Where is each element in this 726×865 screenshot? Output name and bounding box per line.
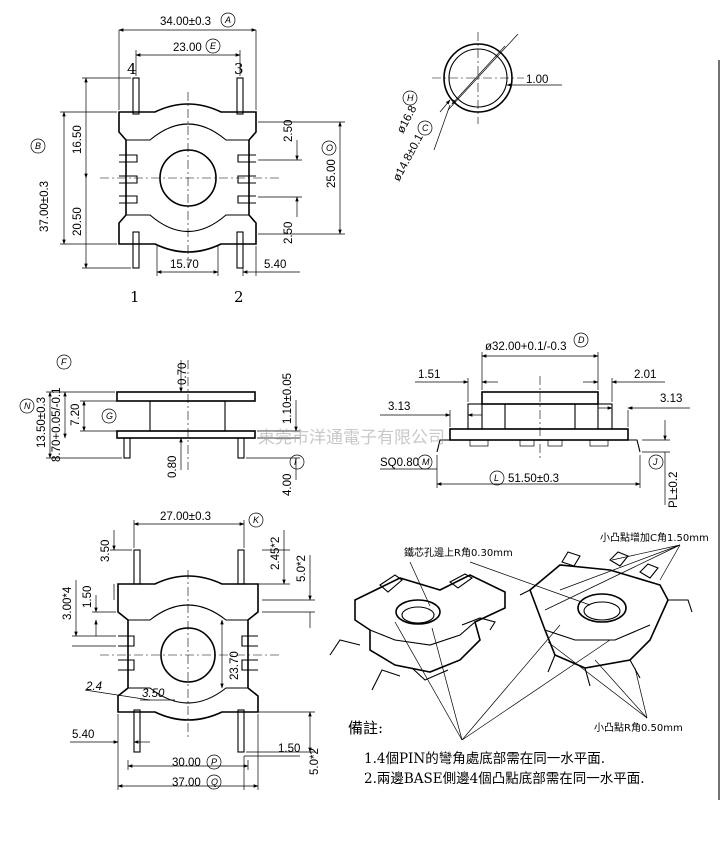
bubble-n: N <box>24 401 31 411</box>
dim-height-1350: 13.50±0.3 <box>36 397 48 448</box>
bubble-p: P <box>211 757 217 767</box>
dim-50-bot: 5.0*2 <box>309 748 321 775</box>
callout-bump-r: 小凸點R角0.50mm <box>594 721 683 734</box>
dim-gap-bottom: 2.50 <box>283 222 295 244</box>
watermark: 東莞市洋通電子有限公司 <box>258 428 445 448</box>
dim-gap-top: 2.50 <box>283 120 295 142</box>
dim-313-left: 3.13 <box>388 401 410 413</box>
top-view-labels: 34.00±0.3 A 23.00 E 4 3 1 2 37.00±0.3 B … <box>35 15 338 306</box>
bubble-o: O <box>326 143 333 153</box>
dim-top-070: 0.70 <box>177 363 189 385</box>
side-view-labels: 0.70 F 13.50±0.3 N 8.70+0.05/-0.1 7.20 G… <box>24 357 297 496</box>
dim-24: 2.4 <box>85 681 102 693</box>
bubble-c: C <box>422 123 429 133</box>
dim-upper-1650: 16.50 <box>72 125 84 154</box>
bubble-m: M <box>422 457 430 467</box>
front-view <box>380 332 690 505</box>
dim-151: 1.51 <box>418 369 440 381</box>
bubble-k: K <box>253 515 260 525</box>
notes-line-1: 1.4個PIN的彎角處底部需在同一水平面. <box>364 751 605 767</box>
dim-width-540: 5.40 <box>264 259 286 271</box>
dim-depth-25: 25.00 <box>326 159 338 188</box>
bubble-f: F <box>61 357 67 367</box>
bubble-e: E <box>210 41 217 51</box>
dim-height-080: 0.80 <box>167 456 179 478</box>
dim-150-right: 1.50 <box>278 743 300 755</box>
dim-len-515: 51.50±0.3 <box>508 473 559 485</box>
dim-height-870: 8.70+0.05/-0.1 <box>51 388 63 463</box>
notes: 備註: 1.4個PIN的彎角處底部需在同一水平面. 2.兩邊BASE側邊4個凸點… <box>348 719 645 787</box>
pin-label-2: 2 <box>234 288 244 306</box>
callout-bump-c: 小凸點增加C角1.50mm <box>600 531 709 544</box>
dim-inner-dia: ø14.8±0.1 <box>391 132 426 183</box>
bottom-view <box>70 512 315 790</box>
bottom-view-labels: 27.00±0.3 K 3.50 2.45*2 5.0*2 3.00*4 1.5… <box>62 511 321 789</box>
dim-245: 2.45*2 <box>270 537 282 570</box>
bubble-b: B <box>35 141 41 151</box>
front-view-labels: ø32.00+0.1/-0.3 D 1.51 2.01 3.13 3.13 SQ… <box>380 335 682 508</box>
dim-pin-span-23: 23.00 <box>173 42 202 54</box>
notes-title: 備註: <box>348 719 383 737</box>
dim-height-720: 7.20 <box>70 404 82 426</box>
bubble-a: A <box>224 15 231 25</box>
callout-text: 鐵芯孔邊上R角0.30mm 小凸點增加C角1.50mm 小凸點R角0.50mm <box>404 531 709 734</box>
notes-line-2: 2.兩邊BASE側邊4個凸點底部需在同一水平面. <box>364 771 645 787</box>
bubble-l: L <box>494 473 499 483</box>
dim-lower-2050: 20.50 <box>72 207 84 236</box>
bubble-q: Q <box>211 777 218 787</box>
bubble-h: H <box>407 93 414 103</box>
dim-w-37: 37.00 <box>172 777 201 789</box>
dim-2370: 23.70 <box>229 651 241 680</box>
bore-detail <box>402 32 562 151</box>
bubble-j: J <box>652 457 658 467</box>
dim-width-34: 34.00±0.3 <box>160 16 211 28</box>
dim-sq-080: SQ0.80 <box>380 457 419 469</box>
dim-pl: PL±0.2 <box>668 472 680 508</box>
dim-350-top: 3.50 <box>100 540 112 562</box>
dim-offset-1570: 15.70 <box>170 259 199 271</box>
dim-201: 2.01 <box>634 369 656 381</box>
dim-w-27: 27.00±0.3 <box>160 511 211 523</box>
dim-dia-32: ø32.00+0.1/-0.3 <box>485 341 567 353</box>
dim-outer-dia: ø16.8 <box>395 104 419 136</box>
bubble-i: I <box>294 457 297 467</box>
pin-label-4: 4 <box>127 60 137 78</box>
side-view <box>19 354 305 480</box>
dim-50-top: 5.0*2 <box>296 555 308 582</box>
iso-right <box>519 551 693 687</box>
dim-height-110: 1.10±0.05 <box>282 373 294 424</box>
pin-label-1: 1 <box>130 288 140 306</box>
bubble-g: G <box>106 411 113 421</box>
dim-wall-100: 1.00 <box>526 74 548 86</box>
pin-label-3: 3 <box>234 60 244 78</box>
dim-height-400: 4.00 <box>282 474 294 496</box>
dim-313-right: 3.13 <box>660 393 682 405</box>
callout-core-hole-r: 鐵芯孔邊上R角0.30mm <box>404 546 513 559</box>
dim-350-mid: 3.50 <box>142 688 165 700</box>
dim-300: 3.00*4 <box>62 586 74 620</box>
bubble-d: D <box>578 335 585 345</box>
bore-detail-labels: 1.00 ø16.8 ø14.8±0.1 H C <box>391 74 548 183</box>
dim-150-left: 1.50 <box>82 586 94 608</box>
iso-left <box>329 573 506 691</box>
dim-height-37: 37.00±0.3 <box>39 181 51 232</box>
dim-540: 5.40 <box>72 729 94 741</box>
callout-leaders <box>394 544 681 741</box>
dim-w-30: 30.00 <box>172 757 201 769</box>
top-view <box>30 12 345 276</box>
